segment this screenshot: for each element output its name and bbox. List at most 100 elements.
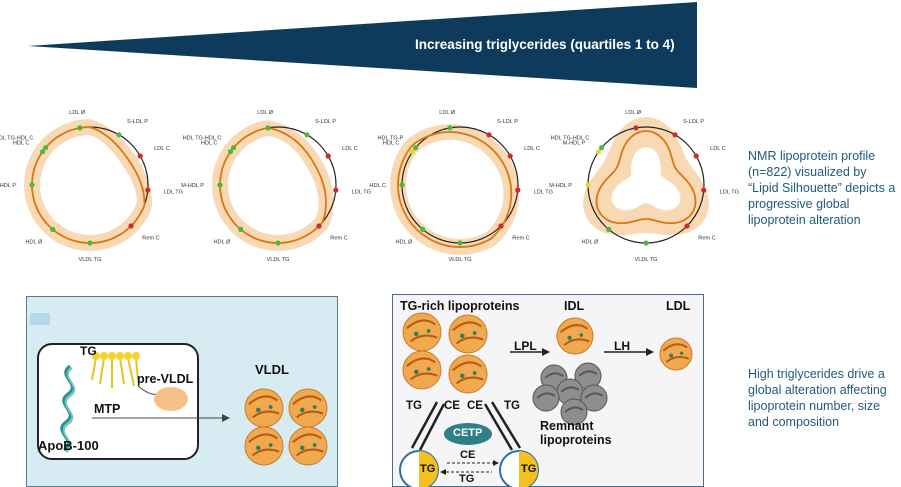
marker-dot <box>325 153 331 159</box>
marker-dot <box>128 223 134 229</box>
silhouette-label: LDL TG <box>164 189 183 195</box>
silhouette-label: HDL C <box>369 183 386 189</box>
silhouette-label: LDL TG <box>352 189 371 195</box>
vldl-particle <box>288 388 328 428</box>
marker-dot <box>599 145 605 151</box>
silhouette-label: Rem C <box>330 235 347 241</box>
silhouette-label: LDL Ø <box>257 110 274 116</box>
marker-dot <box>486 132 492 138</box>
marker-dot <box>217 182 223 188</box>
tg-molecules <box>91 352 140 388</box>
label-tg-exchange-right: TG <box>504 400 520 412</box>
silhouette-label: HDL Ø <box>26 240 44 246</box>
silhouette-label: LDL C <box>342 146 358 152</box>
silhouette-label: S-LDL P <box>315 119 336 125</box>
marker-dot <box>643 240 649 246</box>
silhouette-label: S-LDL P <box>497 119 518 125</box>
marker-dot <box>275 240 281 246</box>
label-lh: LH <box>614 339 630 353</box>
silhouette-label: VLDL TG <box>448 257 471 263</box>
marker-dot <box>265 125 271 131</box>
silhouette-label: M-HDL P <box>563 141 586 147</box>
hepatocyte-cell <box>37 343 199 460</box>
label-tg-transfer: TG <box>459 473 475 485</box>
silhouette-label: LDL Ø <box>439 110 456 116</box>
silhouette-profile <box>595 130 697 225</box>
silhouette-label: Rem C <box>142 235 159 241</box>
silhouette-label: HDL C <box>383 141 400 147</box>
note-nmr-profile: NMR lipoprotein profile (n=822) visualiz… <box>748 149 896 227</box>
silhouette-label: HDL TG-HDL C <box>183 135 222 141</box>
hdl-particle-left <box>399 450 439 487</box>
silhouette-label: HDL Ø <box>214 240 232 246</box>
marker-dot <box>515 187 521 193</box>
silhouette-profile <box>397 131 513 248</box>
silhouette-label: LDL TG <box>534 189 553 195</box>
silhouette-label: HDL TG-HDL C <box>551 135 590 141</box>
marker-dot <box>447 125 453 131</box>
marker-dot <box>672 132 678 138</box>
marker-dot <box>87 240 93 246</box>
marker-dot <box>316 223 322 229</box>
silhouette-band <box>212 120 334 252</box>
silhouette-profile <box>219 126 327 244</box>
label-tg-hdl-right: TG <box>521 463 537 475</box>
label-idl: IDL <box>564 299 585 313</box>
remnant-particle <box>580 384 608 412</box>
tg-rich-particle <box>402 350 442 390</box>
silhouette-label: LDL C <box>154 146 170 152</box>
note-high-triglycerides: High triglycerides drive a global altera… <box>748 367 887 429</box>
panel-tab <box>30 313 50 325</box>
silhouette-band <box>583 117 709 236</box>
marker-dot <box>606 226 612 232</box>
silhouette-label: HDL C <box>201 141 218 147</box>
lipid-silhouette-q2: LDL Ø S-LDL P LDL C LDL TG Rem C VLDL TG HDL Ø… <box>181 110 371 263</box>
silhouette-label: LDL C <box>710 146 726 152</box>
silhouette-label: M-HDL P <box>181 183 204 189</box>
label-remnant-lipoproteins: Remnant lipoproteins <box>540 419 612 447</box>
marker-dot <box>304 132 310 138</box>
marker-dot <box>333 187 339 193</box>
silhouette-band <box>24 119 153 251</box>
silhouette-label: LDL TG <box>720 189 739 195</box>
marker-dot <box>43 145 49 151</box>
banner-text: Increasing triglycerides (quartiles 1 to… <box>415 37 675 52</box>
silhouette-label: HDL Ø <box>396 240 414 246</box>
marker-dot <box>77 125 83 131</box>
silhouette-band <box>390 124 520 255</box>
marker-dot <box>595 149 602 155</box>
label-tg: TG <box>80 344 97 358</box>
label-apob-100: ApoB-100 <box>38 438 99 453</box>
silhouette-label: LDL Ø <box>625 110 642 116</box>
marker-dot <box>231 145 237 151</box>
silhouette-label: VLDL TG <box>266 257 289 263</box>
remnant-particle <box>532 384 560 412</box>
marker-dot <box>693 153 699 159</box>
marker-dot <box>413 145 419 151</box>
cetp-protein <box>444 423 492 445</box>
silhouette-label: LDL C <box>524 146 540 152</box>
silhouette-label: LDL Ø <box>69 110 86 116</box>
silhouette-profile <box>31 126 146 244</box>
silhouette-label: Rem C <box>698 235 715 241</box>
marker-dot <box>137 153 143 159</box>
tg-rich-particle <box>402 312 442 352</box>
tg-rich-particle <box>448 314 488 354</box>
silhouette-label: S-LDL P <box>683 119 704 125</box>
ldl-particle <box>659 337 693 371</box>
label-ce-exchange-left: CE <box>444 400 460 412</box>
marker-dot <box>701 187 707 193</box>
marker-dot <box>227 149 234 155</box>
marker-dot <box>39 149 46 155</box>
label-tg-exchange-left: TG <box>406 400 422 412</box>
marker-dot <box>684 223 690 229</box>
marker-dot <box>399 182 405 188</box>
label-pre-vldl: pre-VLDL <box>137 372 194 386</box>
marker-dot <box>498 223 504 229</box>
marker-dot <box>507 153 513 159</box>
marker-dot <box>420 226 426 232</box>
remnant-particle <box>560 398 588 426</box>
marker-dot <box>238 226 244 232</box>
